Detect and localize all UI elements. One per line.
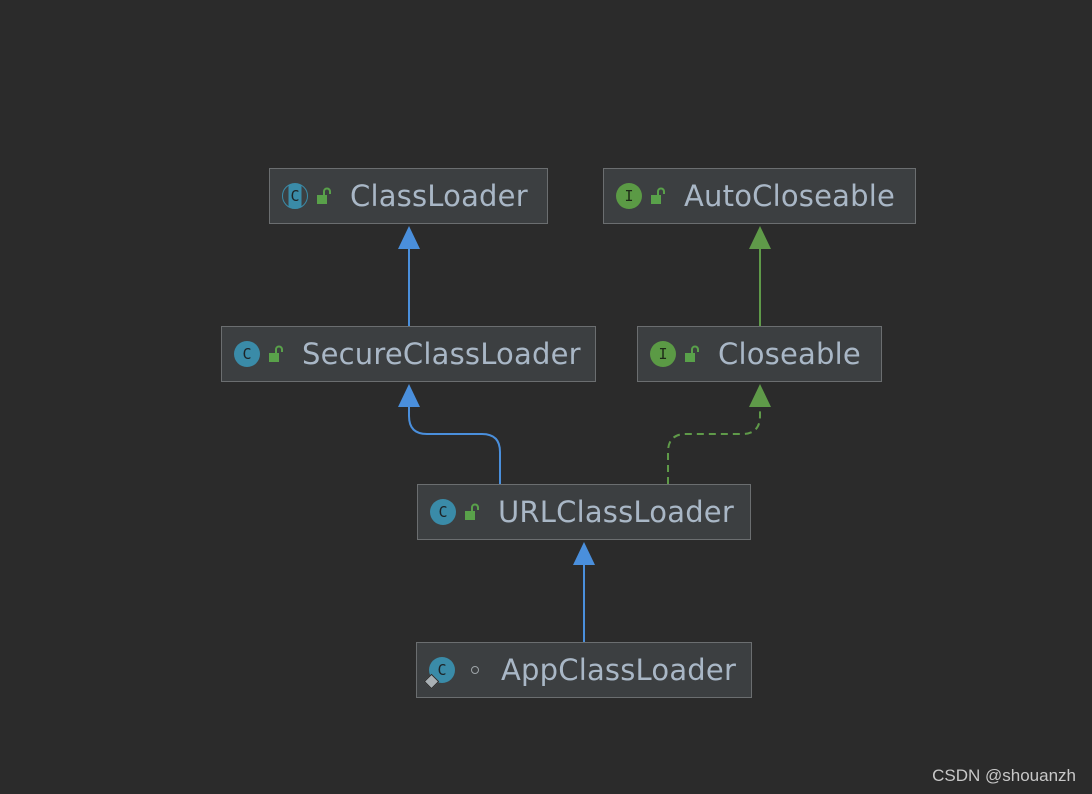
interface-icon: I [650,341,676,367]
unlocked-lock-icon [317,187,331,204]
node-closeable[interactable]: I Closeable [637,326,882,382]
node-autocloseable[interactable]: I AutoCloseable [603,168,916,224]
node-secureclassloader[interactable]: C SecureClassLoader [221,326,596,382]
node-classloader[interactable]: C ClassLoader [269,168,548,224]
class-icon: C [430,499,456,525]
node-label: AppClassLoader [501,653,737,687]
node-label: SecureClassLoader [302,337,581,371]
unlocked-lock-icon [651,187,665,204]
interface-icon: I [616,183,642,209]
edge-urlclassloader-to-secureclassloader [398,384,501,484]
edge-appclassloader-to-urlclassloader [573,542,595,642]
inheritance-arrowhead [398,384,420,407]
abstract-class-icon: C [282,183,308,209]
unlocked-lock-icon [685,345,699,362]
inheritance-arrowhead [749,384,771,407]
inheritance-arrowhead [573,542,595,565]
node-label: AutoCloseable [684,179,896,213]
package-private-icon [471,666,479,674]
node-appclassloader[interactable]: C AppClassLoader [416,642,752,698]
edge-urlclassloader-to-closeable [667,384,771,484]
inheritance-arrowhead [398,226,420,249]
inheritance-arrowhead [749,226,771,249]
edge-closeable-to-autocloseable [749,226,771,326]
edge-line [667,406,761,484]
static-class-icon: C [423,657,455,690]
watermark: CSDN @shouanzh [932,766,1076,785]
edge-line [408,406,501,484]
node-label: URLClassLoader [498,495,734,529]
node-label: Closeable [718,337,861,371]
unlocked-lock-icon [465,503,479,520]
edge-secureclassloader-to-classloader [398,226,420,326]
node-label: ClassLoader [350,179,528,213]
node-urlclassloader[interactable]: C URLClassLoader [417,484,751,540]
unlocked-lock-icon [269,345,283,362]
class-icon: C [234,341,260,367]
